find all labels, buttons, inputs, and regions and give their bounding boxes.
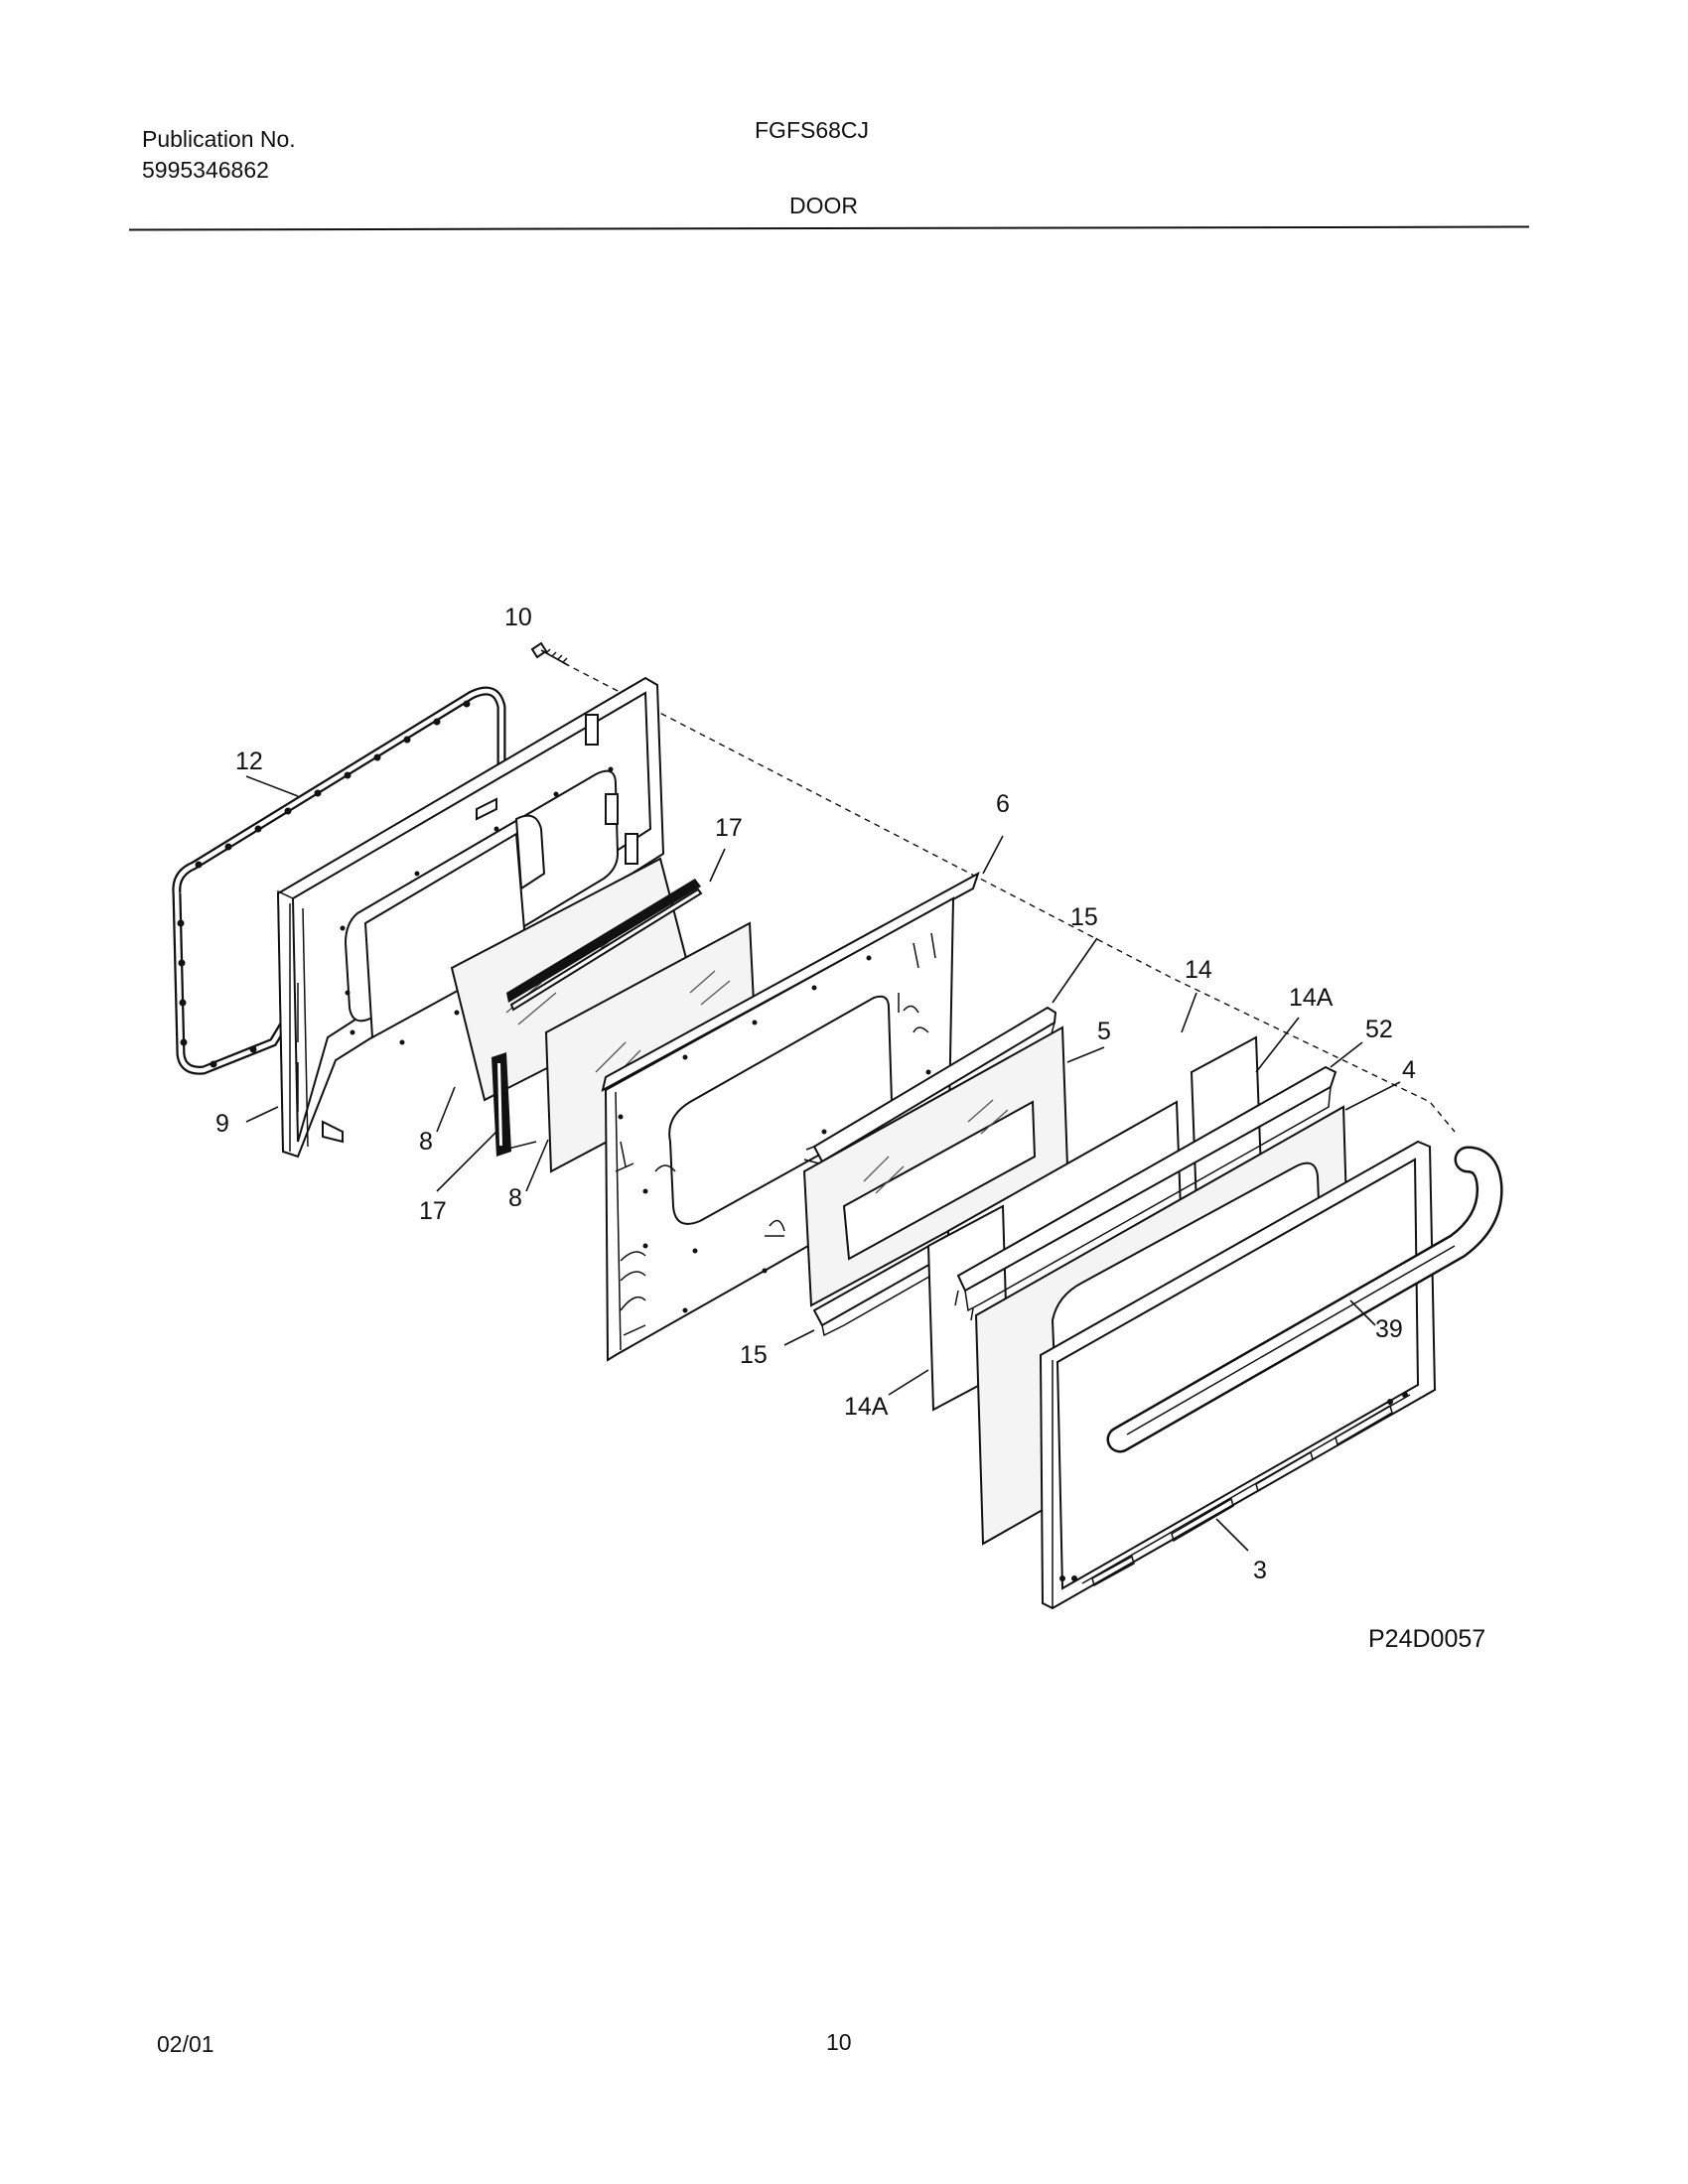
leader-lines	[245, 775, 1401, 1552]
callout-5: 5	[1097, 1018, 1111, 1045]
section-title: DOOR	[789, 193, 858, 218]
callout-8-right: 8	[508, 1184, 522, 1212]
publication-label: Publication No.	[142, 126, 296, 152]
door-handle-part	[1106, 1146, 1503, 1453]
glass-spacer-part	[492, 879, 703, 1157]
door-gasket-part	[172, 686, 506, 1075]
callout-10: 10	[504, 604, 532, 631]
publication-number: 5995346862	[142, 157, 269, 183]
callout-52: 52	[1365, 1016, 1393, 1043]
callout-14: 14	[1185, 956, 1212, 984]
inner-door-liner-part	[276, 676, 665, 1159]
callout-17: 17	[715, 814, 743, 842]
callout-15: 15	[1070, 903, 1098, 931]
callout-17-lower: 17	[419, 1197, 447, 1225]
callout-14a-lower: 14A	[844, 1393, 889, 1421]
model-number: FGFS68CJ	[755, 117, 870, 143]
glass-retainer-part	[954, 1065, 1337, 1321]
callout-4: 4	[1402, 1056, 1416, 1084]
door-panel-part	[601, 871, 980, 1362]
callout-3: 3	[1253, 1557, 1267, 1584]
publication-date: 02/01	[157, 2031, 214, 2057]
callout-14a-upper: 14A	[1289, 984, 1334, 1012]
page-number: 10	[826, 2029, 852, 2055]
callout-12: 12	[235, 748, 263, 775]
callout-39: 39	[1375, 1315, 1403, 1343]
alignment-line	[563, 662, 1456, 1133]
diagram-code: P24D0057	[1368, 1625, 1486, 1653]
callout-15-lower: 15	[740, 1341, 768, 1369]
callout-6: 6	[996, 790, 1010, 818]
callout-8-left: 8	[419, 1128, 433, 1156]
callout-9: 9	[215, 1110, 229, 1138]
screw-part	[530, 641, 569, 666]
